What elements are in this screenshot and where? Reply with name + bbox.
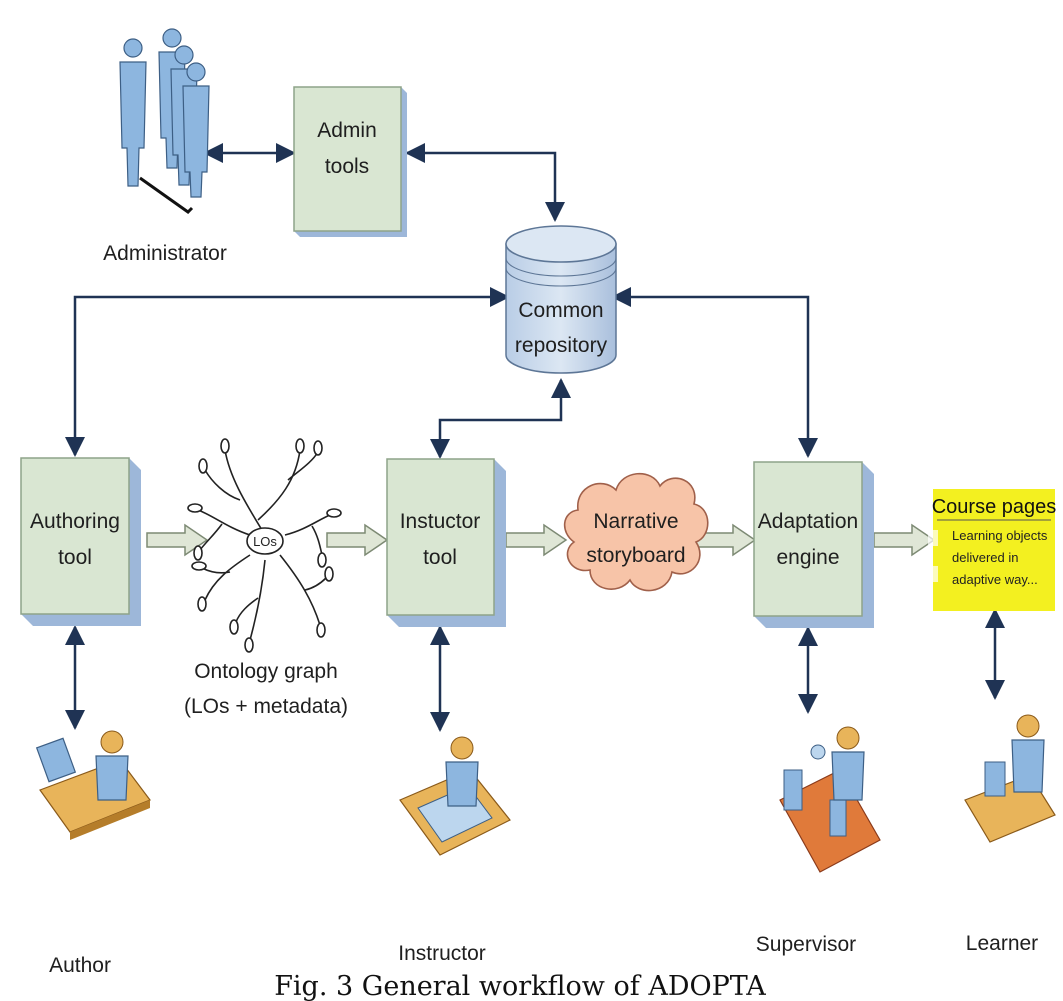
- learner-figure: [964, 714, 1056, 843]
- course-pages-node: Course pages Learning objects delivered …: [928, 489, 1056, 611]
- adaptation-to-repo-connector: [611, 287, 818, 458]
- admin-tools-node: Admin tools: [293, 86, 407, 237]
- authoring-tool-label-1: Authoring: [30, 510, 120, 533]
- supervisor-figure: [779, 726, 881, 873]
- narrative-storyboard-label-1: Narrative: [593, 510, 678, 533]
- instructor-label: Instructor: [398, 942, 486, 965]
- administrator-label: Administrator: [103, 242, 227, 265]
- authoring-tool-node: Authoring tool: [20, 457, 141, 626]
- authoring-to-repo-connector: [65, 287, 510, 457]
- connector-lines: [65, 143, 1005, 732]
- instructor-figure: [399, 736, 511, 856]
- admin-tools-label-1: Admin: [317, 119, 377, 142]
- course-pages-title: Course pages: [932, 496, 1057, 518]
- ontology-center-label: LOs: [253, 534, 277, 549]
- tools-to-repo-connector: [405, 143, 565, 222]
- instructor-tool-label-1: Instuctor: [400, 510, 481, 533]
- author-figure: [35, 730, 151, 840]
- learner-label: Learner: [966, 932, 1038, 955]
- narrative-storyboard-label-2: storyboard: [586, 544, 685, 567]
- course-pages-line-2: delivered in: [952, 550, 1019, 565]
- figure-caption: Fig. 3 General workflow of ADOPTA: [274, 971, 766, 1001]
- instructor-tool-node: Instuctor tool: [386, 458, 506, 627]
- author-label: Author: [49, 954, 111, 977]
- common-repository-label-1: Common: [518, 299, 603, 322]
- course-pages-line-1: Learning objects: [952, 528, 1048, 543]
- adaptation-engine-label-2: engine: [776, 546, 839, 569]
- narrative-storyboard-node: Narrative storyboard: [563, 472, 709, 592]
- adaptation-engine-node: Adaptation engine: [753, 461, 874, 628]
- supervisor-label: Supervisor: [756, 933, 856, 956]
- administrator-figure: [119, 28, 210, 214]
- ontology-graph-label-1: Ontology graph: [194, 660, 338, 683]
- instructor-tool-label-2: tool: [423, 546, 457, 569]
- flow-arrow-5: [873, 524, 935, 556]
- flow-arrow-3: [505, 524, 567, 556]
- common-repository-label-2: repository: [515, 334, 608, 357]
- admin-tools-label-2: tools: [325, 155, 369, 178]
- instructor-to-repo-connector: [430, 378, 571, 459]
- flow-arrow-2: [326, 524, 388, 556]
- common-repository-node: Common repository: [505, 225, 617, 374]
- ontology-graph-label-2: (LOs + metadata): [184, 695, 348, 718]
- ontology-graph-node: LOs: [187, 438, 342, 653]
- adaptation-engine-label-1: Adaptation: [758, 510, 858, 533]
- course-pages-line-3: adaptive way...: [952, 572, 1038, 587]
- authoring-tool-label-2: tool: [58, 546, 92, 569]
